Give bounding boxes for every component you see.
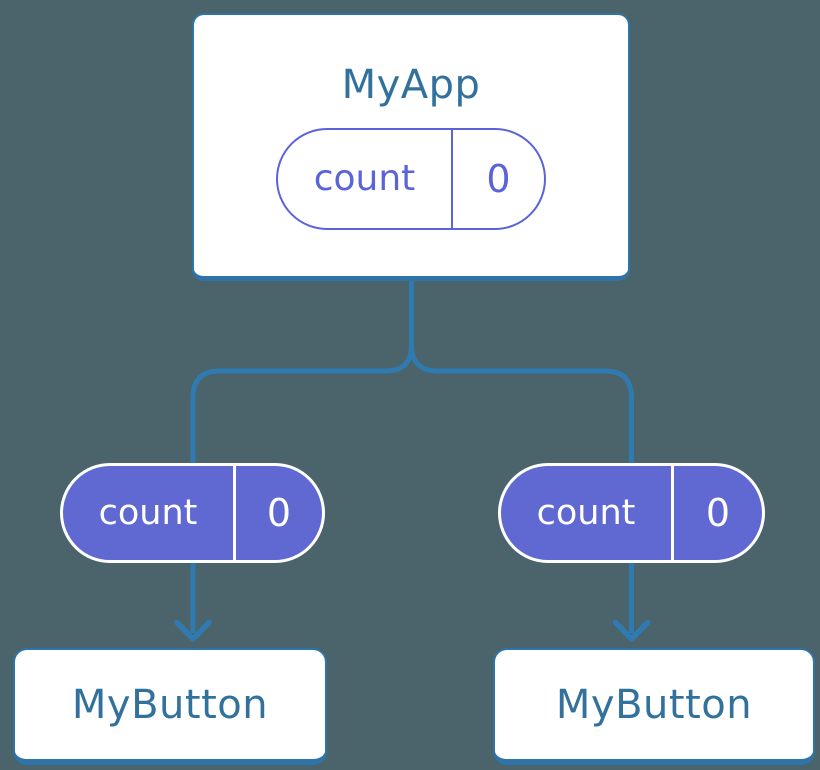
myapp-state-pill: count 0 [276,128,546,230]
prop-name-label: count [98,492,198,533]
mybutton-title: MyButton [71,681,269,728]
right-arrowhead-icon [612,619,651,642]
left-arrowhead-icon [174,619,212,642]
right-connector-path [409,345,634,633]
myapp-title: MyApp [341,62,481,108]
prop-pill-left: count 0 [60,463,325,563]
state-name-label: count [313,158,416,199]
prop-value-label: 0 [233,466,322,560]
node-mybutton-right: MyButton [493,648,815,765]
prop-pill-right: count 0 [498,463,765,563]
prop-name-label: count [536,492,636,533]
state-value-label: 0 [451,130,544,228]
node-myapp: MyApp count 0 [192,13,630,281]
node-mybutton-left: MyButton [13,648,327,765]
prop-value-label: 0 [671,466,762,560]
mybutton-title: MyButton [555,681,753,728]
left-connector-path [190,281,414,633]
